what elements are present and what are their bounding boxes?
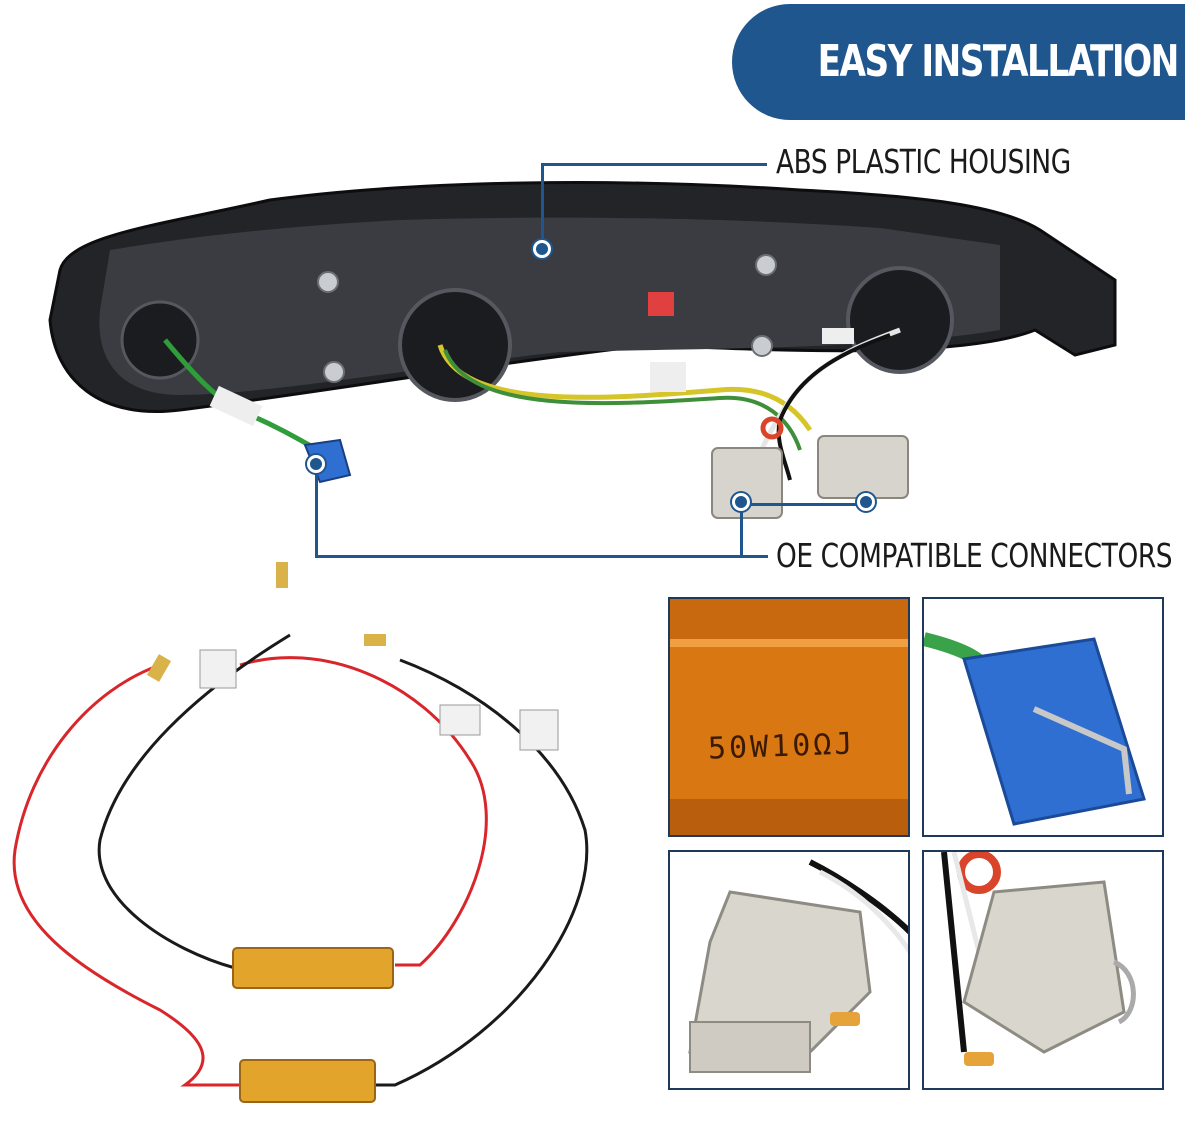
detail-panel-resistor: 50W10ΩJ <box>668 597 910 837</box>
banner-title: EASY INSTALLATION <box>817 36 1180 87</box>
socket-right <box>846 266 954 374</box>
wire-label <box>519 709 559 751</box>
wire-tag <box>822 328 854 344</box>
callout-dot <box>732 493 750 511</box>
leader-line <box>541 163 767 166</box>
callout-dot <box>857 493 875 511</box>
wire-black-loop <box>97 633 291 970</box>
screw <box>323 361 345 383</box>
screw <box>317 271 339 293</box>
callout-dot <box>307 455 325 473</box>
callout-connectors: OE COMPATIBLE CONNECTORS <box>776 536 1173 575</box>
detail-panel-plug-b <box>922 850 1164 1090</box>
wire-tag <box>650 362 686 392</box>
plug-connector-left <box>711 447 783 519</box>
leader-line <box>740 503 743 555</box>
plug-closeup-a <box>688 859 908 1073</box>
screw <box>755 254 777 276</box>
wire-grommet <box>760 416 784 440</box>
callout-dot <box>533 240 551 258</box>
leader-line <box>541 163 544 249</box>
wire-terminal <box>276 562 288 588</box>
wire-label <box>439 704 481 736</box>
wire-terminal <box>146 654 172 682</box>
wire-red-loop <box>239 656 488 967</box>
socket-center <box>398 288 512 402</box>
detail-panel-socket <box>922 597 1164 837</box>
wire-black-loop <box>375 658 589 1087</box>
plug-closeup-b <box>941 852 1136 1066</box>
resistor-closeup <box>670 599 908 835</box>
screw <box>751 335 773 357</box>
resistor-block <box>232 947 394 989</box>
qc-sticker <box>648 292 674 316</box>
wire-tag <box>209 385 263 427</box>
resistor-marking: 50W10ΩJ <box>707 726 857 767</box>
wire-label <box>199 649 237 689</box>
plug-connector-right <box>817 435 909 499</box>
blue-socket-closeup <box>924 632 1146 826</box>
resistor-block <box>239 1059 376 1103</box>
wire-red-loop <box>12 663 240 1087</box>
wire-terminal <box>364 634 386 646</box>
leader-line <box>315 555 768 558</box>
leader-line <box>740 503 865 506</box>
detail-panel-plug-a <box>668 850 910 1090</box>
callout-housing: ABS PLASTIC HOUSING <box>776 142 1071 181</box>
leader-line <box>315 466 318 557</box>
header-banner: EASY INSTALLATION <box>732 4 1185 120</box>
